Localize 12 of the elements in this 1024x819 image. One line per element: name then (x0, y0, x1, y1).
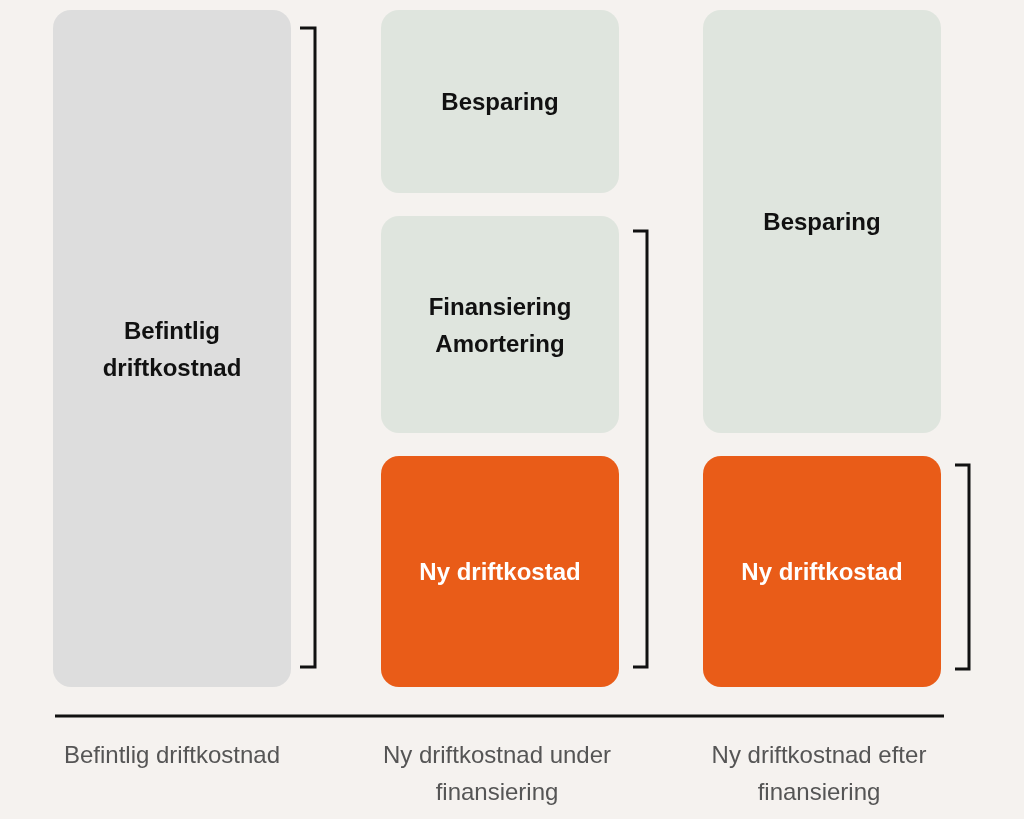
block-label: Befintlig driftkostnad (101, 315, 243, 383)
block-label: Ny driftkostad (740, 557, 904, 587)
block-label: Finansiering Amortering (427, 291, 573, 359)
cost-bar (53, 10, 291, 687)
block-label: Besparing (762, 207, 882, 237)
block-label: Besparing (440, 87, 560, 117)
cost-block (703, 456, 941, 687)
column-label: Ny driftkostnad efter finansiering (710, 740, 928, 807)
column-label: Ny driftkostnad under finansiering (381, 740, 613, 807)
block-label: Ny driftkostad (418, 557, 582, 587)
column-label: Befintlig driftkostnad (62, 740, 282, 770)
cost-block (381, 456, 619, 687)
